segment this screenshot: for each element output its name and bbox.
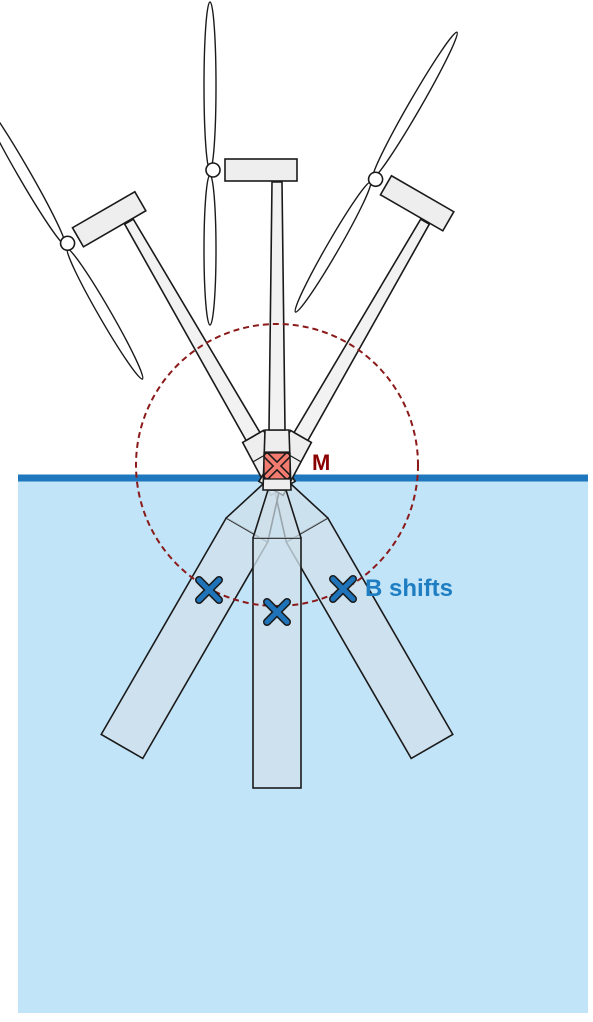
buoyancy-left-x-icon [195,576,223,604]
metacenter-arc [135,323,419,607]
metacenter-label: M [312,450,330,475]
buoyancy-center-x-icon [263,598,291,626]
metacenter-x-icon [263,452,291,480]
buoyancy-label: B shifts [365,575,453,602]
buoyancy-right-x-icon [329,575,357,603]
